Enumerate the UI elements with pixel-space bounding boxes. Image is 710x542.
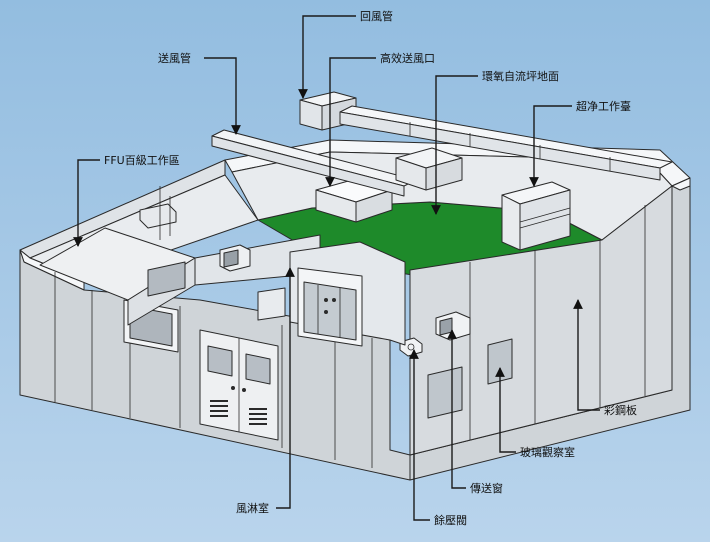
leader-ffu-zone [73, 159, 100, 247]
label-return-duct: 回風管 [360, 9, 393, 23]
leader-epoxy-floor [431, 75, 478, 215]
interior-door [257, 287, 286, 321]
leader-pass-box [447, 329, 466, 489]
air-shower-doors [199, 329, 279, 441]
air-shower-room [297, 267, 363, 347]
leader-hepa-outlet [325, 57, 376, 187]
small-box [139, 203, 177, 229]
leader-observation-window [495, 367, 516, 453]
leader-clean-bench [529, 105, 572, 187]
clean-bench [501, 181, 571, 251]
label-observation-window: 玻璃觀察室 [520, 445, 575, 459]
supply-duct [211, 129, 463, 197]
label-hepa-outlet: 高效送風口 [380, 51, 435, 65]
leader-relief-valve [409, 349, 430, 521]
label-color-steel-panel: 彩鋼板 [604, 403, 637, 417]
right-wall-face [409, 185, 673, 456]
leader-air-shower [276, 267, 295, 509]
label-supply-duct: 送風管 [158, 51, 191, 65]
label-relief-valve: 餘壓閥 [434, 513, 467, 527]
observation-window-1 [427, 366, 463, 419]
leader-return-duct [298, 15, 356, 99]
leader-lines [73, 15, 600, 521]
right-outer-wall-top [671, 177, 691, 191]
label-pass-box: 傳送窗 [470, 481, 503, 495]
leader-supply-duct [204, 57, 241, 135]
interior-pass-box [219, 244, 251, 272]
observation-window-2 [487, 338, 513, 385]
leader-color-steel-panel [573, 299, 600, 411]
label-clean-bench: 超净工作臺 [576, 99, 631, 113]
label-ffu-zone: FFU百級工作區 [104, 154, 180, 167]
pass-box [435, 311, 471, 341]
label-epoxy-floor: 環氧自流坪地面 [482, 69, 559, 83]
interior-window [147, 261, 186, 297]
label-air-shower: 風淋室 [236, 501, 269, 515]
